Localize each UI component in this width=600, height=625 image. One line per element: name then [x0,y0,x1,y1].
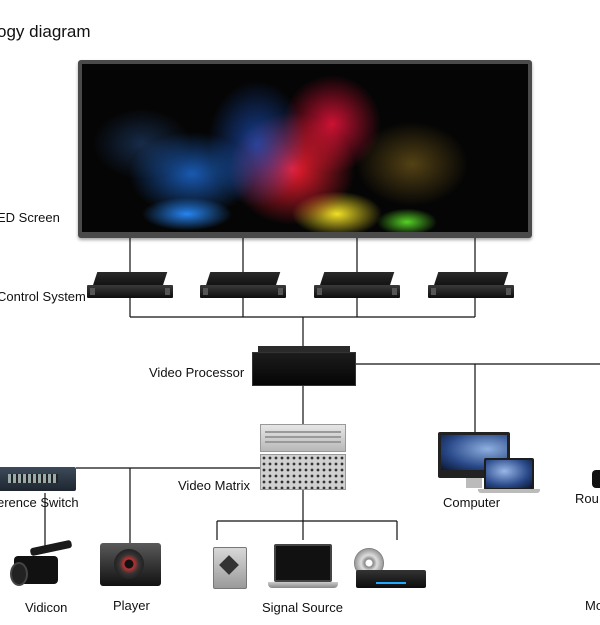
router-label: Rou [575,491,599,506]
video-matrix-label: Video Matrix [178,478,251,493]
signal-source-label: Signal Source [262,600,343,615]
control-unit-2 [200,272,286,300]
computer-device [438,432,540,494]
player-label: Player [113,598,150,613]
vidicon-camera-icon [10,538,74,594]
player-device [100,543,161,586]
video-processor-label: Video Processor [149,365,245,380]
conference-switch-label: erence Switch [0,495,79,510]
video-matrix-device [260,424,346,490]
led-screen-label: ED Screen [0,210,60,225]
diagram-title: ogy diagram [0,22,91,41]
led-screen [78,60,532,238]
laptop-icon [268,544,338,590]
control-unit-3 [314,272,400,300]
control-unit-1 [87,272,173,300]
conference-switch-device [0,463,76,493]
bluray-player-icon [352,548,426,592]
control-unit-4 [428,272,514,300]
hard-drive-icon [213,547,247,589]
router-device [592,470,600,488]
led-screen-image [82,64,528,232]
vidicon-label: Vidicon [25,600,68,615]
computer-label: Computer [443,495,501,510]
control-system-label: Control System [0,289,86,304]
video-processor-device [252,346,356,386]
monitor-label: Mo [585,598,600,613]
